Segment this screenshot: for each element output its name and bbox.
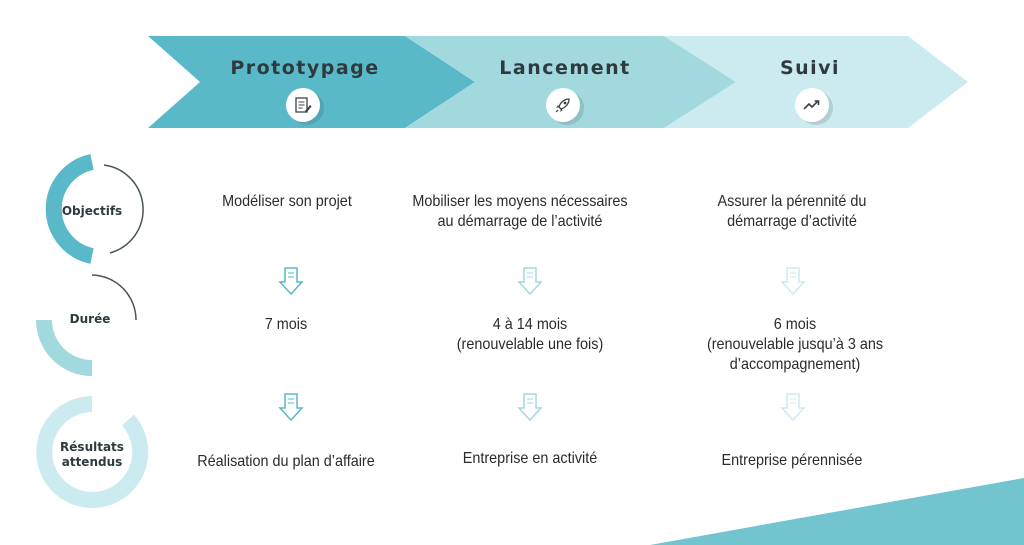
cell-objectifs-suivi: Assurer la pérennité du démarrage d’acti…: [684, 192, 900, 232]
row-label-resultats: Résultats attendus: [37, 440, 147, 470]
trend-up-icon: [795, 88, 829, 122]
cell-line: (renouvelable une fois): [456, 336, 604, 353]
ring-objectifs-thin: [103, 164, 144, 254]
cell-duree-prototypage: 7 mois: [178, 315, 394, 335]
chevron-lancement: [405, 36, 736, 128]
ring-duree-thin: [91, 274, 137, 321]
ring-objectifs-thick: [45, 154, 94, 264]
cell-line: d’accompagnement): [729, 356, 861, 373]
ring-duree-thick: [36, 319, 93, 376]
cell-resultats-prototypage: Réalisation du plan d’affaire: [178, 452, 394, 472]
cell-line: démarrage d’activité: [727, 213, 857, 230]
phase-title-suivi: Suivi: [779, 57, 841, 79]
arrow-col2-row2: [517, 393, 543, 422]
document-edit-icon: [286, 88, 320, 122]
cell-line: au démarrage de l’activité: [437, 213, 603, 230]
cell-line: Mobiliser les moyens nécessaires: [412, 193, 628, 210]
arrows: [278, 267, 806, 422]
arrow-col3-row1: [780, 267, 806, 296]
cell-resultats-suivi: Entreprise pérennisée: [684, 451, 900, 471]
cell-line: Entreprise pérennisée: [721, 452, 863, 469]
cell-objectifs-prototypage: Modéliser son projet: [179, 192, 395, 212]
chevron-suivi: [664, 36, 968, 128]
corner-wedge: [650, 478, 1024, 545]
cell-duree-suivi: 6 mois (renouvelable jusqu’à 3 ans d’acc…: [687, 315, 903, 375]
cell-duree-lancement: 4 à 14 mois (renouvelable une fois): [422, 315, 638, 355]
row-label-objectifs: Objectifs: [61, 204, 123, 218]
arrow-col2-row1: [517, 267, 543, 296]
rocket-icon: [546, 88, 580, 122]
cell-line: 6 mois: [773, 316, 817, 333]
cell-line: Modéliser son projet: [222, 193, 352, 210]
cell-line: Entreprise en activité: [462, 450, 598, 467]
cell-resultats-lancement: Entreprise en activité: [422, 449, 638, 469]
row-label-resultats-line2: attendus: [61, 455, 123, 469]
arrow-col1-row1: [278, 267, 304, 296]
arrow-col3-row2: [780, 393, 806, 422]
cell-line: Réalisation du plan d’affaire: [197, 453, 375, 470]
phase-title-prototypage: Prototypage: [230, 57, 380, 79]
cell-line: 4 à 14 mois: [492, 316, 568, 333]
cell-line: (renouvelable jusqu’à 3 ans: [706, 336, 884, 353]
row-label-duree: Durée: [69, 312, 111, 326]
cell-line: Assurer la pérennité du: [717, 193, 867, 210]
phase-title-lancement: Lancement: [499, 57, 631, 79]
chevron-prototypage: [148, 36, 475, 128]
cell-line: 7 mois: [264, 316, 308, 333]
cell-objectifs-lancement: Mobiliser les moyens nécessaires au déma…: [412, 192, 628, 232]
arrow-col1-row2: [278, 393, 304, 422]
ring-resultats-thick: [36, 396, 149, 508]
row-label-resultats-line1: Résultats: [60, 440, 124, 454]
